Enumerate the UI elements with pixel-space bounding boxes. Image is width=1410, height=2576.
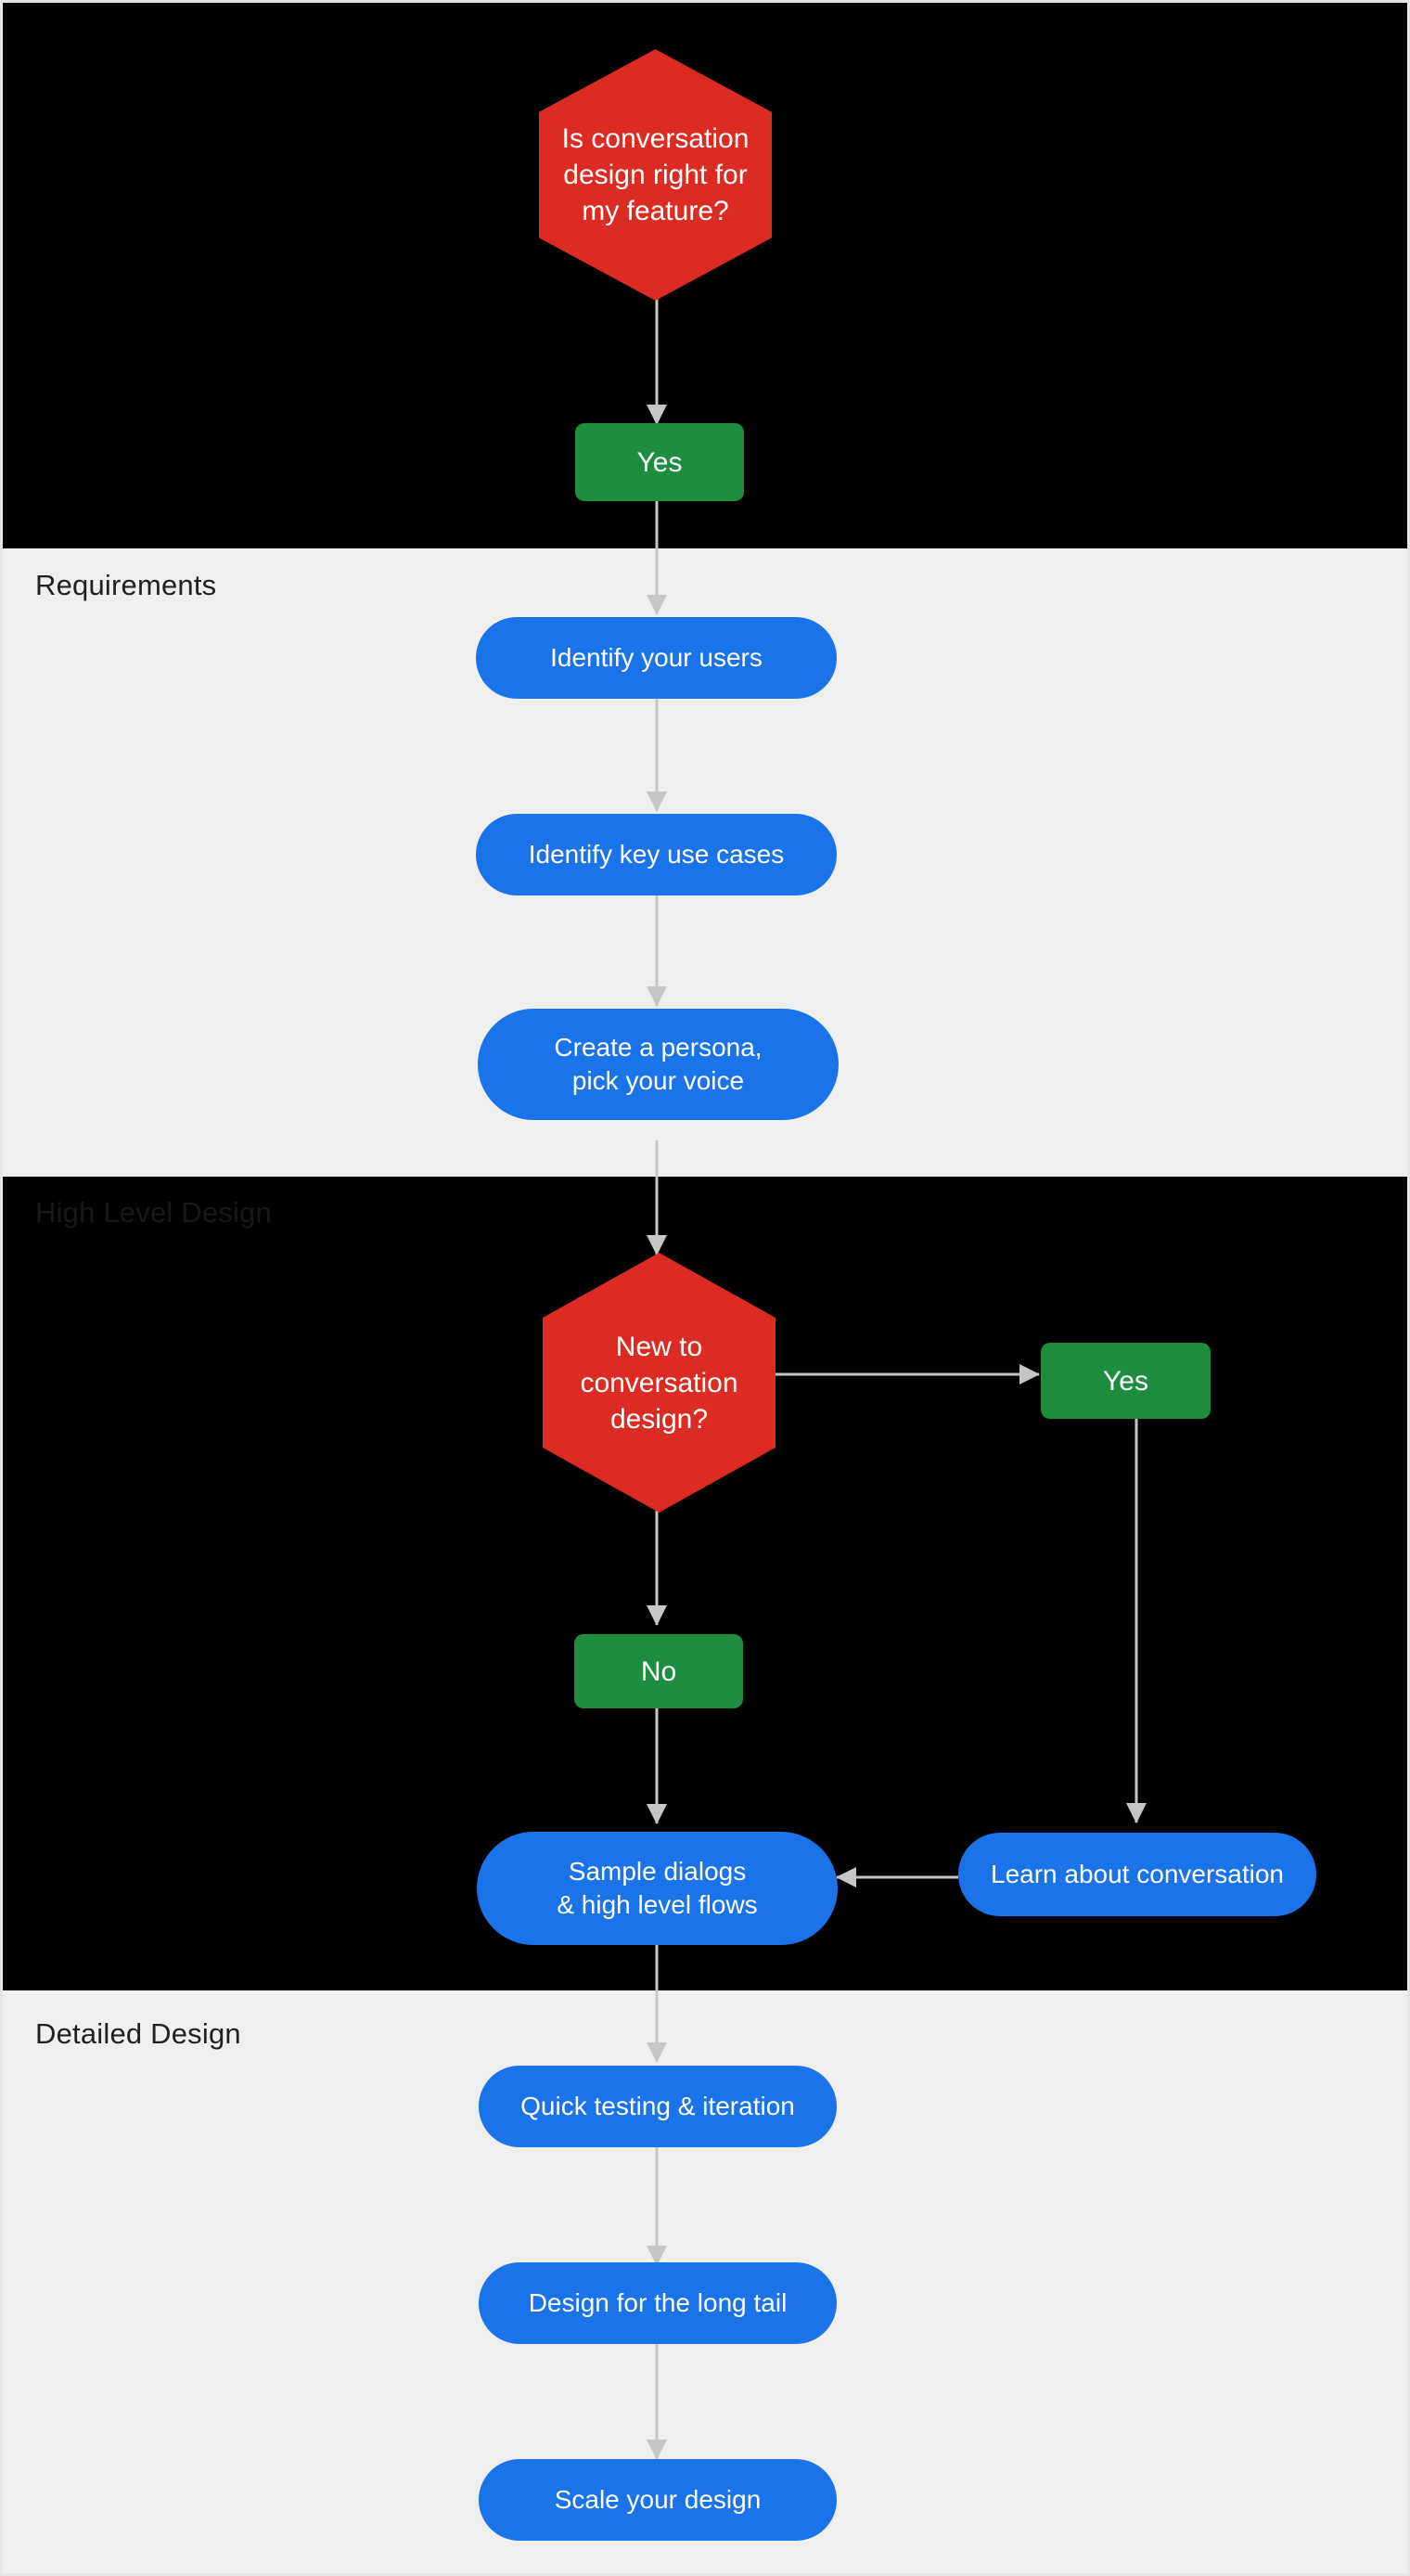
node-label: Identify key use cases	[528, 839, 785, 869]
edge-n11-n12	[647, 2146, 667, 2266]
edge-n3-n4	[647, 698, 667, 812]
process-node-design-for-long-tail[interactable]: Design for the long tail	[479, 2262, 837, 2344]
terminator-node-yes-top[interactable]: Yes	[575, 423, 744, 501]
node-label: Yes	[1103, 1365, 1148, 1397]
section-label-detailed-design: Detailed Design	[35, 2017, 241, 2050]
node-label: Is conversation design right for my feat…	[561, 123, 750, 226]
process-node-identify-your-users[interactable]: Identify your users	[476, 617, 837, 699]
edge-n12-n13	[647, 2343, 667, 2460]
edge-n4-n5	[647, 895, 667, 1007]
process-node-create-persona-pick-voice[interactable]: Create a persona, pick your voice	[478, 1009, 839, 1120]
node-label: New to conversation design?	[580, 1331, 738, 1435]
process-node-identify-key-use-cases[interactable]: Identify key use cases	[476, 814, 837, 895]
terminator-node-no[interactable]: No	[574, 1634, 743, 1708]
process-node-scale-your-design[interactable]: Scale your design	[479, 2459, 837, 2541]
process-node-learn-about-conversation[interactable]: Learn about conversation	[958, 1833, 1316, 1916]
process-node-sample-dialogs-high-level-flows[interactable]: Sample dialogs & high level flows	[477, 1832, 838, 1945]
node-label: Yes	[636, 446, 683, 478]
edge-n6-n7	[775, 1364, 1040, 1385]
edge-n8-n10	[647, 1708, 667, 1824]
edge-n10-n11	[647, 1944, 667, 2063]
node-label: Quick testing & iteration	[520, 2091, 795, 2120]
terminator-node-yes-branch[interactable]: Yes	[1041, 1343, 1211, 1419]
node-label: Create a persona, pick your voice	[554, 1032, 763, 1095]
section-label-requirements: Requirements	[35, 569, 217, 601]
node-label: No	[640, 1655, 677, 1687]
node-label: Sample dialogs & high level flows	[557, 1856, 758, 1919]
node-label: Scale your design	[554, 2484, 762, 2514]
edge-n1-n2	[647, 298, 667, 425]
edge-n9-n10	[836, 1867, 958, 1887]
node-label: Design for the long tail	[528, 2287, 788, 2317]
node-label: Learn about conversation	[991, 1859, 1284, 1888]
node-label: Identify your users	[550, 642, 763, 672]
edge-n7-n9	[1126, 1419, 1147, 1823]
section-label-high-level-design: High Level Design	[35, 1196, 272, 1229]
edge-n6-n8	[647, 1511, 667, 1626]
edge-n2-n3	[647, 499, 667, 615]
edge-n5-n6	[647, 1140, 667, 1256]
process-node-quick-testing-iteration[interactable]: Quick testing & iteration	[479, 2066, 837, 2147]
